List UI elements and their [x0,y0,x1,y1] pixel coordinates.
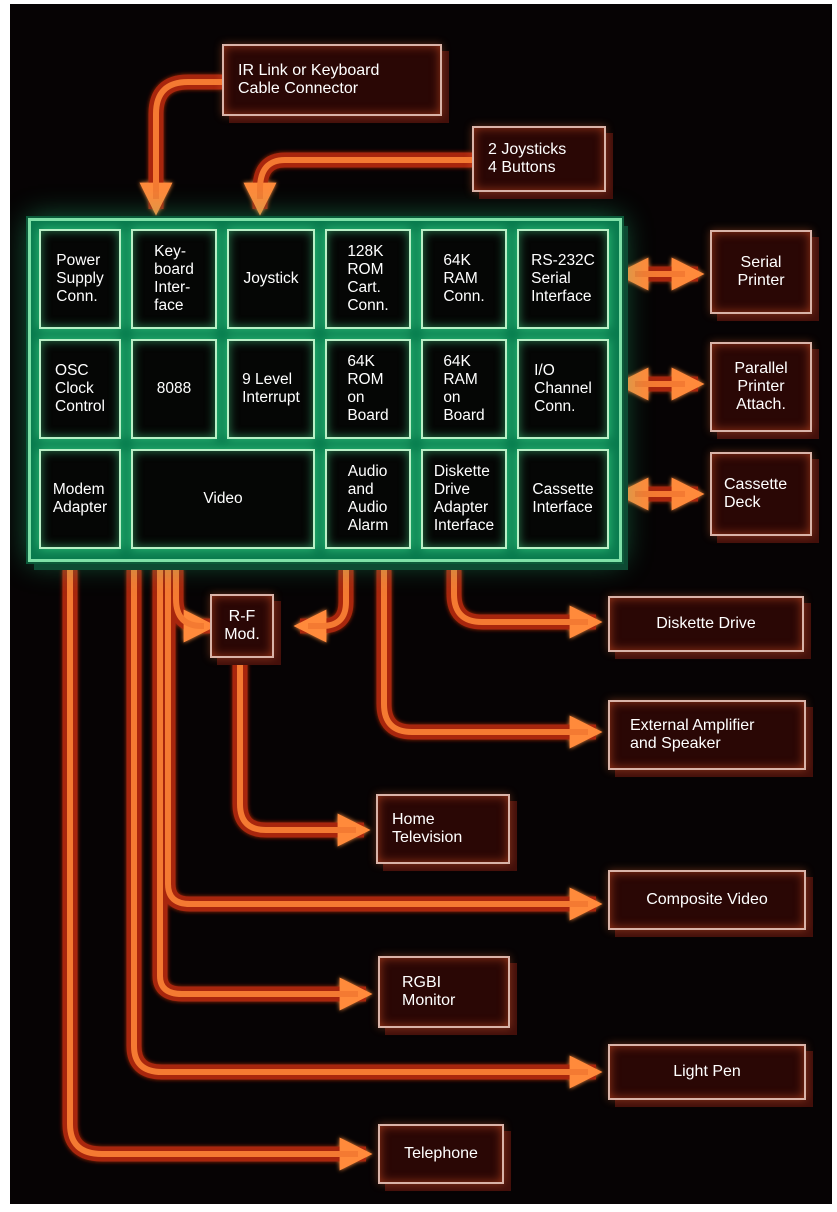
modem-adapter: Modem Adapter [39,449,121,549]
rom-on-board: 64K ROM on Board [325,339,411,439]
wire-ext-amp [376,569,603,749]
composite-video-box: Composite Video [608,870,806,930]
osc-clock-control: OSC Clock Control [39,339,121,439]
ram-on-board: 64K RAM on Board [421,339,507,439]
cassette-deck-box: Cassette Deck [710,452,812,536]
wire-diskette-drive [446,569,603,639]
ram-connector: 64K RAM Conn. [421,229,507,329]
connection-wires [62,74,705,1171]
joystick-port: Joystick [227,229,315,329]
interrupt-controller: 9 Level Interrupt [227,339,315,439]
keyboard-interface: Key- board Inter- face [131,229,217,329]
joysticks-box: 2 Joysticks 4 Buttons [472,126,606,192]
cpu-8088: 8088 [131,339,217,439]
light-pen-box: Light Pen [608,1044,806,1100]
telephone-box: Telephone [378,1124,504,1184]
system-board: Power Supply Conn. Key- board Inter- fac… [28,218,622,562]
rf-modulator-box: R-F Mod. [210,594,274,658]
rs232-serial-interface: RS-232C Serial Interface [517,229,609,329]
parallel-printer-box: Parallel Printer Attach. [710,342,812,432]
wire-ir-link [139,74,222,216]
video-adapter: Video [131,449,315,549]
external-amplifier-box: External Amplifier and Speaker [608,700,806,770]
rom-cartridge-connector: 128K ROM Cart. Conn. [325,229,411,329]
wire-home-tv [232,662,371,847]
diagram-canvas: Power Supply Conn. Key- board Inter- fac… [10,4,832,1204]
cassette-interface: Cassette Interface [517,449,609,549]
rgbi-monitor-box: RGBI Monitor [378,956,510,1028]
home-television-box: Home Television [376,794,510,864]
io-channel-connector: I/O Channel Conn. [517,339,609,439]
audio-alarm: Audio and Audio Alarm [325,449,411,549]
power-supply-connector: Power Supply Conn. [39,229,121,329]
diskette-drive-adapter: Diskette Drive Adapter Interface [421,449,507,549]
diskette-drive-box: Diskette Drive [608,596,804,652]
serial-printer-box: Serial Printer [710,230,812,314]
ir-link-box: IR Link or Keyboard Cable Connector [222,44,442,116]
wire-joysticks [243,152,472,216]
